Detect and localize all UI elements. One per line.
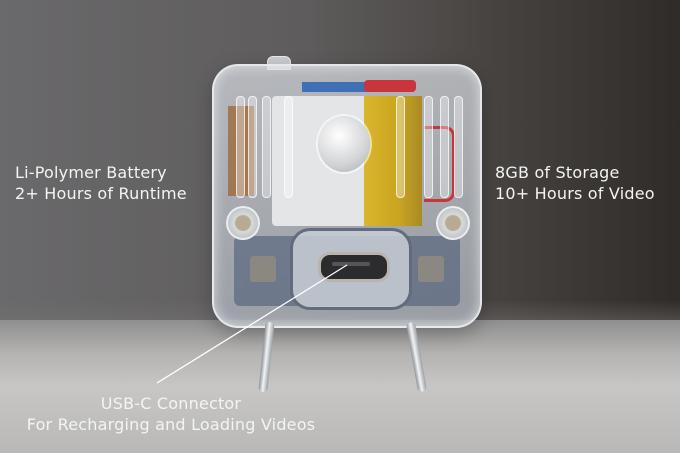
storage-video-hours: 10+ Hours of Video	[495, 184, 655, 203]
usb-c-tongue	[332, 262, 370, 266]
red-wire-loop	[424, 126, 455, 202]
kapton-tape	[364, 96, 422, 226]
usb-c-port	[318, 252, 390, 282]
usb-annotation: USB-C Connector For Recharging and Loadi…	[15, 393, 327, 435]
battery-runtime: 2+ Hours of Runtime	[15, 184, 187, 203]
usb-title: USB-C Connector	[100, 394, 242, 413]
vent-slot	[284, 96, 293, 198]
vent-slot	[262, 96, 271, 198]
vent-slot	[454, 96, 463, 198]
storage-annotation: 8GB of Storage 10+ Hours of Video	[495, 162, 655, 204]
screw-right	[436, 206, 470, 240]
solder-pad	[418, 256, 444, 282]
blue-wire	[302, 82, 374, 92]
light-sensor-dome	[318, 116, 370, 172]
solder-pad	[250, 256, 276, 282]
usb-description: For Recharging and Loading Videos	[26, 415, 316, 434]
screw-left	[226, 206, 260, 240]
battery-annotation: Li-Polymer Battery 2+ Hours of Runtime	[15, 162, 187, 204]
vent-slot	[236, 96, 245, 198]
device-body	[212, 64, 482, 328]
speaker-coil	[228, 106, 254, 196]
red-wire	[364, 80, 416, 92]
vent-slot	[440, 96, 449, 198]
storage-title: 8GB of Storage	[495, 163, 620, 182]
vent-slot	[424, 96, 433, 198]
vent-slot	[248, 96, 257, 198]
vent-slot	[396, 96, 405, 198]
battery-title: Li-Polymer Battery	[15, 163, 167, 182]
